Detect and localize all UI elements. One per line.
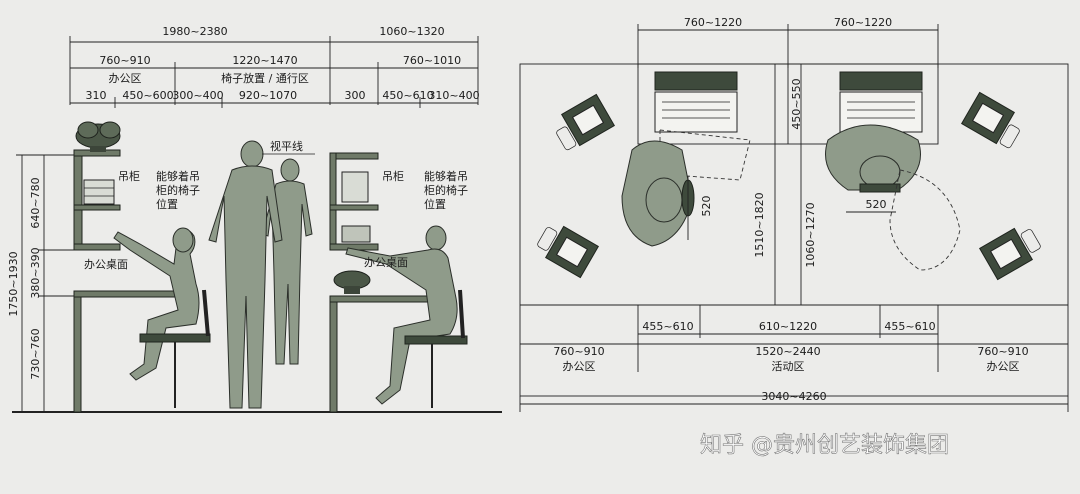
center-desk-block — [637, 63, 939, 305]
plan-dim-455-610-left: 455~610 — [642, 320, 693, 333]
plant-icon — [75, 121, 121, 152]
desk-label-right: 办公桌面 — [364, 256, 408, 269]
dim-300: 300 — [345, 89, 366, 102]
dim-310: 310 — [86, 89, 107, 102]
watermark-text: 知乎 @贵州创艺装饰集团 — [700, 433, 949, 458]
reach-label-left-1: 能够着吊 — [156, 169, 200, 183]
plan-person-right — [825, 124, 961, 271]
elevation-top-dimensions: 1980~2380 1060~1320 760~910 1220~1470 76… — [69, 25, 480, 108]
workstation-bottom-left — [537, 225, 600, 279]
plan-dim-1060-1270: 1060~1270 — [804, 202, 817, 267]
left-desk — [73, 290, 185, 413]
plan-activity-label: 活动区 — [772, 360, 805, 373]
reach-label-left-2: 柜的椅子 — [156, 183, 200, 197]
reach-label-left-3: 位置 — [156, 197, 178, 211]
plan-dim-top-left: 760~1220 — [684, 16, 742, 29]
dim-gap-height: 380~390 — [29, 247, 42, 298]
dim-cabinet-height: 640~780 — [29, 177, 42, 228]
seated-figure-left — [113, 227, 211, 408]
plan-office-right-width: 760~910 — [977, 345, 1028, 358]
monitor-left — [654, 71, 738, 133]
dim-310-400: 310~400 — [428, 89, 479, 102]
reach-label-right-1: 能够着吊 — [424, 169, 468, 183]
right-wall-cabinet — [329, 152, 379, 251]
plan-office-right-label: 办公区 — [987, 360, 1020, 373]
plan-office-left-width: 760~910 — [553, 345, 604, 358]
reach-label-right-2: 柜的椅子 — [424, 183, 468, 197]
plan-dim-top-right: 760~1220 — [834, 16, 892, 29]
workstation-bottom-right — [978, 227, 1041, 281]
left-wall-cabinet — [73, 149, 121, 251]
plan-top-dimensions: 760~1220 760~1220 — [637, 16, 939, 68]
dim-chair-zone: 1220~1470 — [232, 54, 297, 67]
cabinet-label-left: 吊柜 — [118, 170, 140, 183]
plan-dim-520-left: 520 — [700, 196, 713, 217]
dim-total-left: 1980~2380 — [162, 25, 227, 38]
elevation-left-dimensions: 1750~1930 640~780 380~390 730~760 — [7, 154, 78, 413]
workstation-top-left — [556, 93, 616, 151]
desk-label-left: 办公桌面 — [84, 258, 128, 271]
plant-icon-right — [333, 270, 371, 294]
dim-total-right: 1060~1320 — [379, 25, 444, 38]
plan-dim-520-right: 520 — [866, 198, 887, 211]
plan-dim-1510-1820: 1510~1820 — [753, 192, 766, 257]
plan-dim-total: 3040~4260 — [761, 390, 826, 403]
dim-450-600: 450~600 — [122, 89, 173, 102]
plan-dim-455-610-right: 455~610 — [884, 320, 935, 333]
workstation-top-right — [960, 91, 1020, 149]
plan-activity-width: 1520~2440 — [755, 345, 820, 358]
right-desk — [329, 295, 451, 413]
standing-figure-front — [208, 140, 283, 409]
reach-label-right-3: 位置 — [424, 197, 446, 211]
elevation-drawing: 1980~2380 1060~1320 760~910 1220~1470 76… — [7, 25, 502, 413]
zone-chair-passage-label: 椅子放置 / 通行区 — [221, 71, 309, 85]
monitor-right — [839, 71, 923, 133]
cabinet-label-right: 吊柜 — [382, 170, 404, 183]
dim-300-400: 300~400 — [172, 89, 223, 102]
plan-dim-610-1220: 610~1220 — [759, 320, 817, 333]
zone-office-label: 办公区 — [109, 72, 142, 85]
plan-person-left — [621, 129, 751, 247]
plan-dim-450-550: 450~550 — [790, 78, 803, 129]
sightline-label: 视平线 — [270, 139, 303, 153]
plan-office-left-label: 办公区 — [563, 360, 596, 373]
dim-920-1070: 920~1070 — [239, 89, 297, 102]
plan-bottom-dimensions: 455~610 610~1220 455~610 760~910 办公区 152… — [519, 305, 1069, 412]
dim-desk-height: 730~760 — [29, 328, 42, 379]
plan-drawing: 760~1220 760~1220 450~550 1510~1820 1060… — [519, 16, 1069, 412]
dim-total-height: 1750~1930 — [7, 251, 20, 316]
dim-450-610: 450~610 — [382, 89, 433, 102]
dim-right-desk: 760~1010 — [403, 54, 461, 67]
dim-office-zone: 760~910 — [99, 54, 150, 67]
seated-figure-right — [345, 225, 468, 408]
